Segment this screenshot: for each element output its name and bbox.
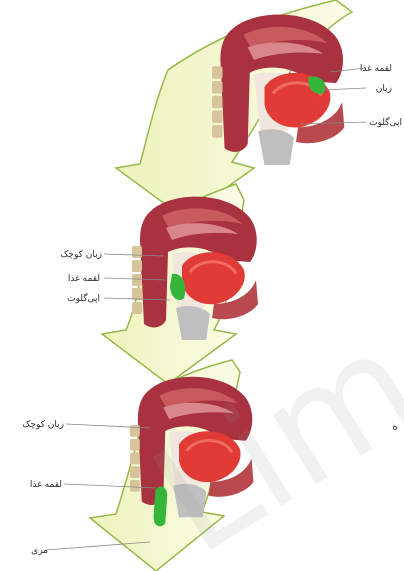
label-food-bolus-2: لقمه غذا [68,274,100,284]
label-tongue-1: زبان [376,84,392,94]
label-epiglottis-2: اپی‌گلوت [67,292,100,304]
label-uvula-2: زبان کوچک [60,250,102,260]
edge-text: ه [392,420,398,433]
label-uvula-3: زبان کوچک [22,420,64,430]
label-epiglottis-1: اپی‌گلوت [369,116,402,128]
label-food-bolus-3: لقمه غذا [30,480,62,490]
label-esophagus-3: مری [31,546,48,556]
head-cross-section-2 [132,197,258,340]
label-food-bolus-1: لقمه غذا [360,64,392,74]
